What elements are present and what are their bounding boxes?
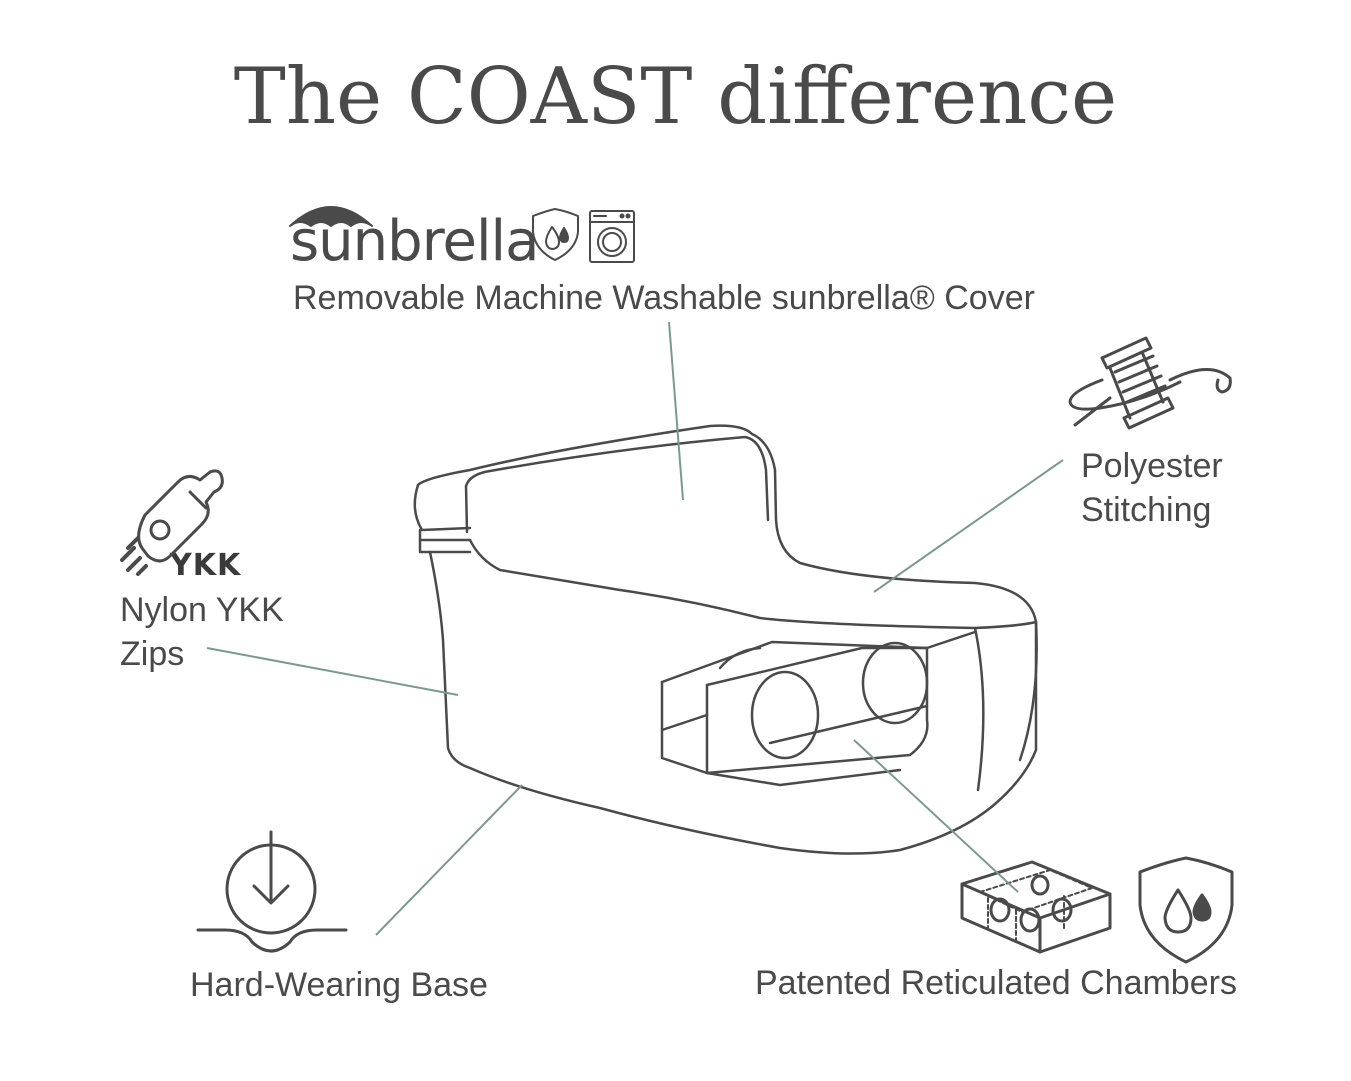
stitching-label-line1: Polyester bbox=[1081, 447, 1223, 485]
cover-label: Removable Machine Washable sunbrella® Co… bbox=[293, 279, 1035, 317]
zips-label-line1: Nylon YKK bbox=[120, 591, 284, 629]
leader-base bbox=[375, 784, 523, 936]
water-shield-icon-large bbox=[1138, 856, 1234, 964]
leader-lines bbox=[206, 321, 1064, 936]
ykk-logo-text: YKK bbox=[170, 548, 242, 583]
leader-stitching bbox=[873, 459, 1064, 593]
page-title: The COAST difference bbox=[233, 52, 1118, 142]
lounger-chair-illustration bbox=[413, 424, 1038, 855]
download-arrow-base-icon bbox=[196, 830, 348, 953]
base-label: Hard-Wearing Base bbox=[190, 966, 488, 1004]
leader-chambers bbox=[853, 739, 1019, 893]
reticulated-chambers-icon bbox=[960, 860, 1112, 954]
chambers-label: Patented Reticulated Chambers bbox=[755, 964, 1237, 1002]
leader-cover bbox=[668, 321, 684, 501]
zips-label-line2: Zips bbox=[120, 635, 185, 673]
water-shield-icon bbox=[532, 208, 579, 261]
umbrella-icon bbox=[289, 206, 373, 227]
zipper-pull-icon bbox=[120, 469, 224, 576]
stitching-label-line2: Stitching bbox=[1081, 491, 1212, 529]
washing-machine-icon bbox=[589, 210, 635, 263]
leader-zips bbox=[206, 647, 459, 696]
thread-spool-needle-icon bbox=[1068, 336, 1232, 430]
